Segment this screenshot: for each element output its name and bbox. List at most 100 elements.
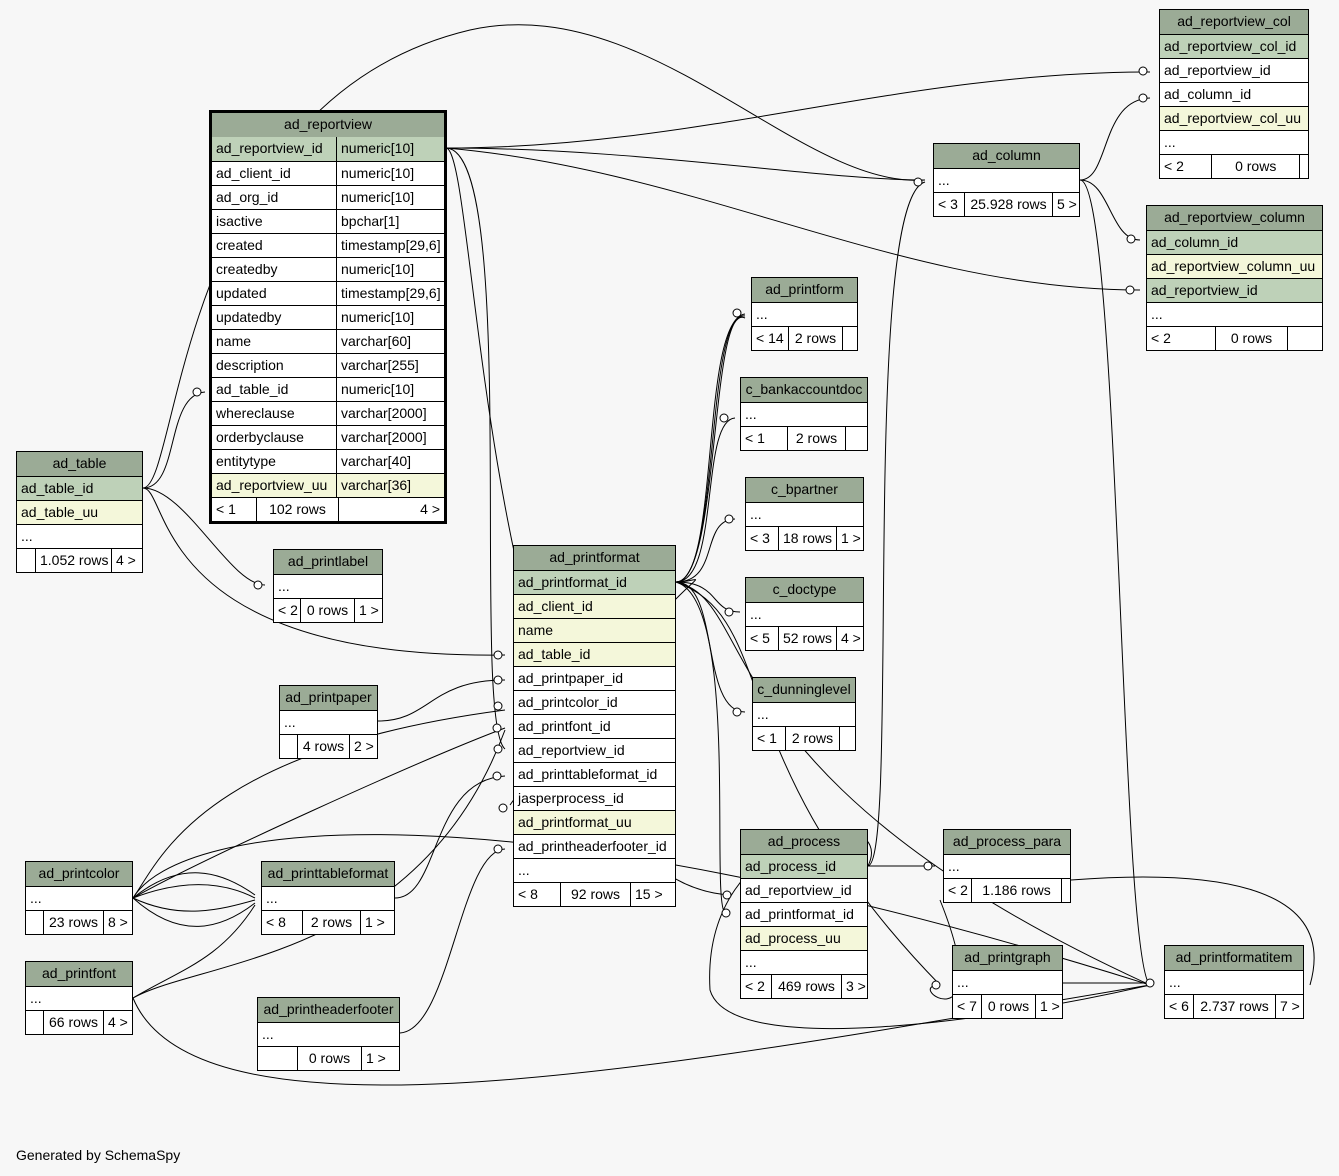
column-row[interactable]: ... bbox=[258, 1022, 399, 1046]
column-row[interactable]: name bbox=[514, 618, 675, 642]
column-row[interactable]: ad_reportview_id bbox=[741, 878, 867, 902]
table-title: c_bankaccountdoc bbox=[745, 381, 863, 397]
column-row[interactable]: ad_reportview_column_uu bbox=[1147, 254, 1322, 278]
column-row[interactable]: ... bbox=[746, 502, 863, 526]
column-row[interactable]: ... bbox=[741, 402, 867, 426]
table-title: ad_printgraph bbox=[964, 949, 1051, 965]
column-row[interactable]: ... bbox=[752, 302, 857, 326]
column-row[interactable]: ... bbox=[26, 886, 132, 910]
relationship-line bbox=[132, 872, 256, 899]
column-name: ... bbox=[30, 890, 42, 906]
column-row[interactable]: ... bbox=[746, 602, 863, 626]
relationship-line bbox=[132, 729, 506, 999]
column-row[interactable]: ... bbox=[1160, 130, 1308, 154]
column-row[interactable]: ad_printformat_uu bbox=[514, 810, 675, 834]
column-row[interactable]: ... bbox=[262, 886, 394, 910]
column-row[interactable]: ad_printformat_id bbox=[741, 902, 867, 926]
column-row[interactable]: ad_table_uu bbox=[17, 500, 142, 524]
column-row[interactable]: ad_process_id bbox=[741, 854, 867, 878]
column-row[interactable]: ... bbox=[944, 854, 1070, 878]
relationship-line bbox=[1070, 876, 1315, 986]
column-row[interactable]: ad_reportview_id bbox=[1160, 58, 1308, 82]
column-row[interactable]: ... bbox=[753, 702, 855, 726]
relationship-endpoint bbox=[493, 701, 503, 711]
column-row[interactable]: ad_column_id bbox=[1160, 82, 1308, 106]
column-row[interactable]: ... bbox=[953, 970, 1062, 994]
column-row[interactable]: ... bbox=[514, 858, 675, 882]
column-row[interactable]: ... bbox=[17, 524, 142, 548]
column-row[interactable]: ad_client_id bbox=[514, 594, 675, 618]
column-row[interactable]: ad_printformat_id bbox=[514, 570, 675, 594]
column-row[interactable]: ad_printheaderfooter_id bbox=[514, 834, 675, 858]
table-title: ad_printformatitem bbox=[1175, 949, 1293, 965]
column-row[interactable]: ad_printtableformat_id bbox=[514, 762, 675, 786]
column-row[interactable]: ad_table_id bbox=[514, 642, 675, 666]
column-row[interactable]: ... bbox=[280, 710, 377, 734]
column-row[interactable]: ... bbox=[26, 986, 132, 1010]
column-row[interactable]: ... bbox=[1147, 302, 1322, 326]
column-row[interactable]: jasperprocess_id bbox=[514, 786, 675, 810]
column-name: ad_table_uu bbox=[21, 504, 99, 520]
column-row[interactable]: ad_printfont_id bbox=[514, 714, 675, 738]
column-row[interactable]: ... bbox=[934, 168, 1079, 192]
column-row[interactable]: ... bbox=[274, 574, 382, 598]
column-name: ... bbox=[957, 974, 969, 990]
relationship-line bbox=[675, 313, 746, 583]
relationship-endpoint bbox=[724, 514, 734, 524]
column-row[interactable]: ad_reportview_id bbox=[514, 738, 675, 762]
column-name: ... bbox=[1169, 974, 1181, 990]
column-row[interactable]: ad_table_id bbox=[17, 476, 142, 500]
column-row[interactable]: ad_reportview_id bbox=[1147, 278, 1322, 302]
relationship-endpoint bbox=[1125, 285, 1135, 295]
relationship-line bbox=[1079, 179, 1151, 986]
column-name: description bbox=[216, 357, 284, 373]
column-row[interactable]: ad_process_uu bbox=[741, 926, 867, 950]
column-name: ad_column_id bbox=[1164, 86, 1252, 102]
column-row[interactable]: ... bbox=[741, 950, 867, 974]
column-row[interactable]: ad_reportview_col_uu bbox=[1160, 106, 1308, 130]
column-row[interactable]: ... bbox=[1165, 970, 1303, 994]
column-row[interactable]: ad_printpaper_id bbox=[514, 666, 675, 690]
column-row[interactable]: ad_reportview_col_id bbox=[1160, 34, 1308, 58]
column-name: ... bbox=[938, 172, 950, 188]
column-row[interactable]: ad_printcolor_id bbox=[514, 690, 675, 714]
column-row[interactable]: ad_column_id bbox=[1147, 230, 1322, 254]
